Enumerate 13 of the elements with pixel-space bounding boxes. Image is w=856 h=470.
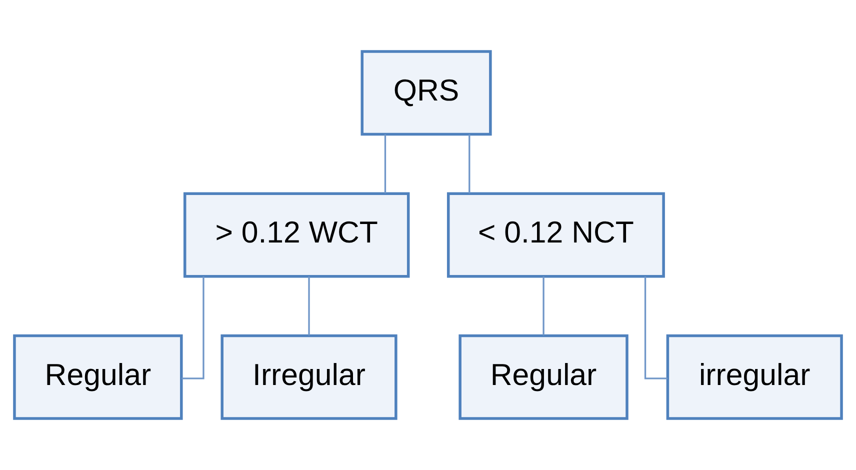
connector xyxy=(542,276,544,336)
node-box: Regular xyxy=(13,334,183,420)
connector xyxy=(644,276,668,380)
node-box: < 0.12 NCT xyxy=(446,192,665,278)
connector xyxy=(308,276,310,336)
node-box: Regular xyxy=(458,334,628,420)
connector xyxy=(182,276,204,380)
node-box: irregular xyxy=(666,334,843,420)
node-box: > 0.12 WCT xyxy=(183,192,410,278)
connector xyxy=(384,134,386,194)
node-box: Irregular xyxy=(220,334,398,420)
connector xyxy=(468,134,470,194)
node-box: QRS xyxy=(360,50,492,136)
